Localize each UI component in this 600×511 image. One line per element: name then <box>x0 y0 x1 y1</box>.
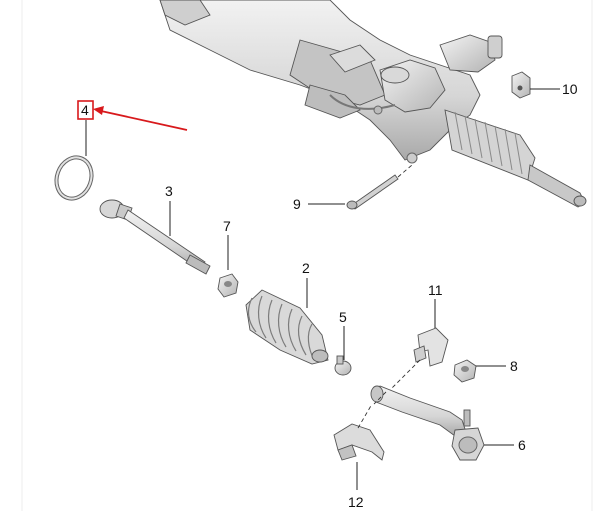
part-8-nut: 8 <box>453 358 518 383</box>
part-6-tie-rod-end: 6 <box>370 385 526 461</box>
part-10-bracket: 10 <box>511 71 578 99</box>
part-5-clamp: 5 <box>334 309 352 376</box>
part-3-inner-tie-rod: 3 <box>99 183 211 275</box>
callout-3[interactable]: 3 <box>165 183 173 199</box>
part-2-boot: 2 <box>245 260 329 365</box>
right-boot-and-tie-rod <box>444 109 587 208</box>
callout-2[interactable]: 2 <box>302 260 310 276</box>
part-11-bracket: 11 <box>389 282 449 391</box>
callout-11[interactable]: 11 <box>428 282 443 298</box>
callout-12[interactable]: 12 <box>348 494 364 510</box>
callout-7[interactable]: 7 <box>223 218 231 234</box>
part-12-heat-shield: 12 <box>333 403 385 510</box>
part-9-bolt: 9 <box>293 164 413 212</box>
callout-6[interactable]: 6 <box>518 437 526 453</box>
selected-callout-box <box>77 100 94 120</box>
highlight-arrow <box>100 110 188 131</box>
steering-rack-housing <box>159 0 503 164</box>
callout-5[interactable]: 5 <box>339 309 347 325</box>
part-4-ring: 4 <box>54 100 188 201</box>
callout-4[interactable]: 4 <box>81 102 89 118</box>
part-7-nut: 7 <box>217 218 239 298</box>
callout-9[interactable]: 9 <box>293 196 301 212</box>
callout-8[interactable]: 8 <box>510 358 518 374</box>
callout-10[interactable]: 10 <box>562 81 578 97</box>
